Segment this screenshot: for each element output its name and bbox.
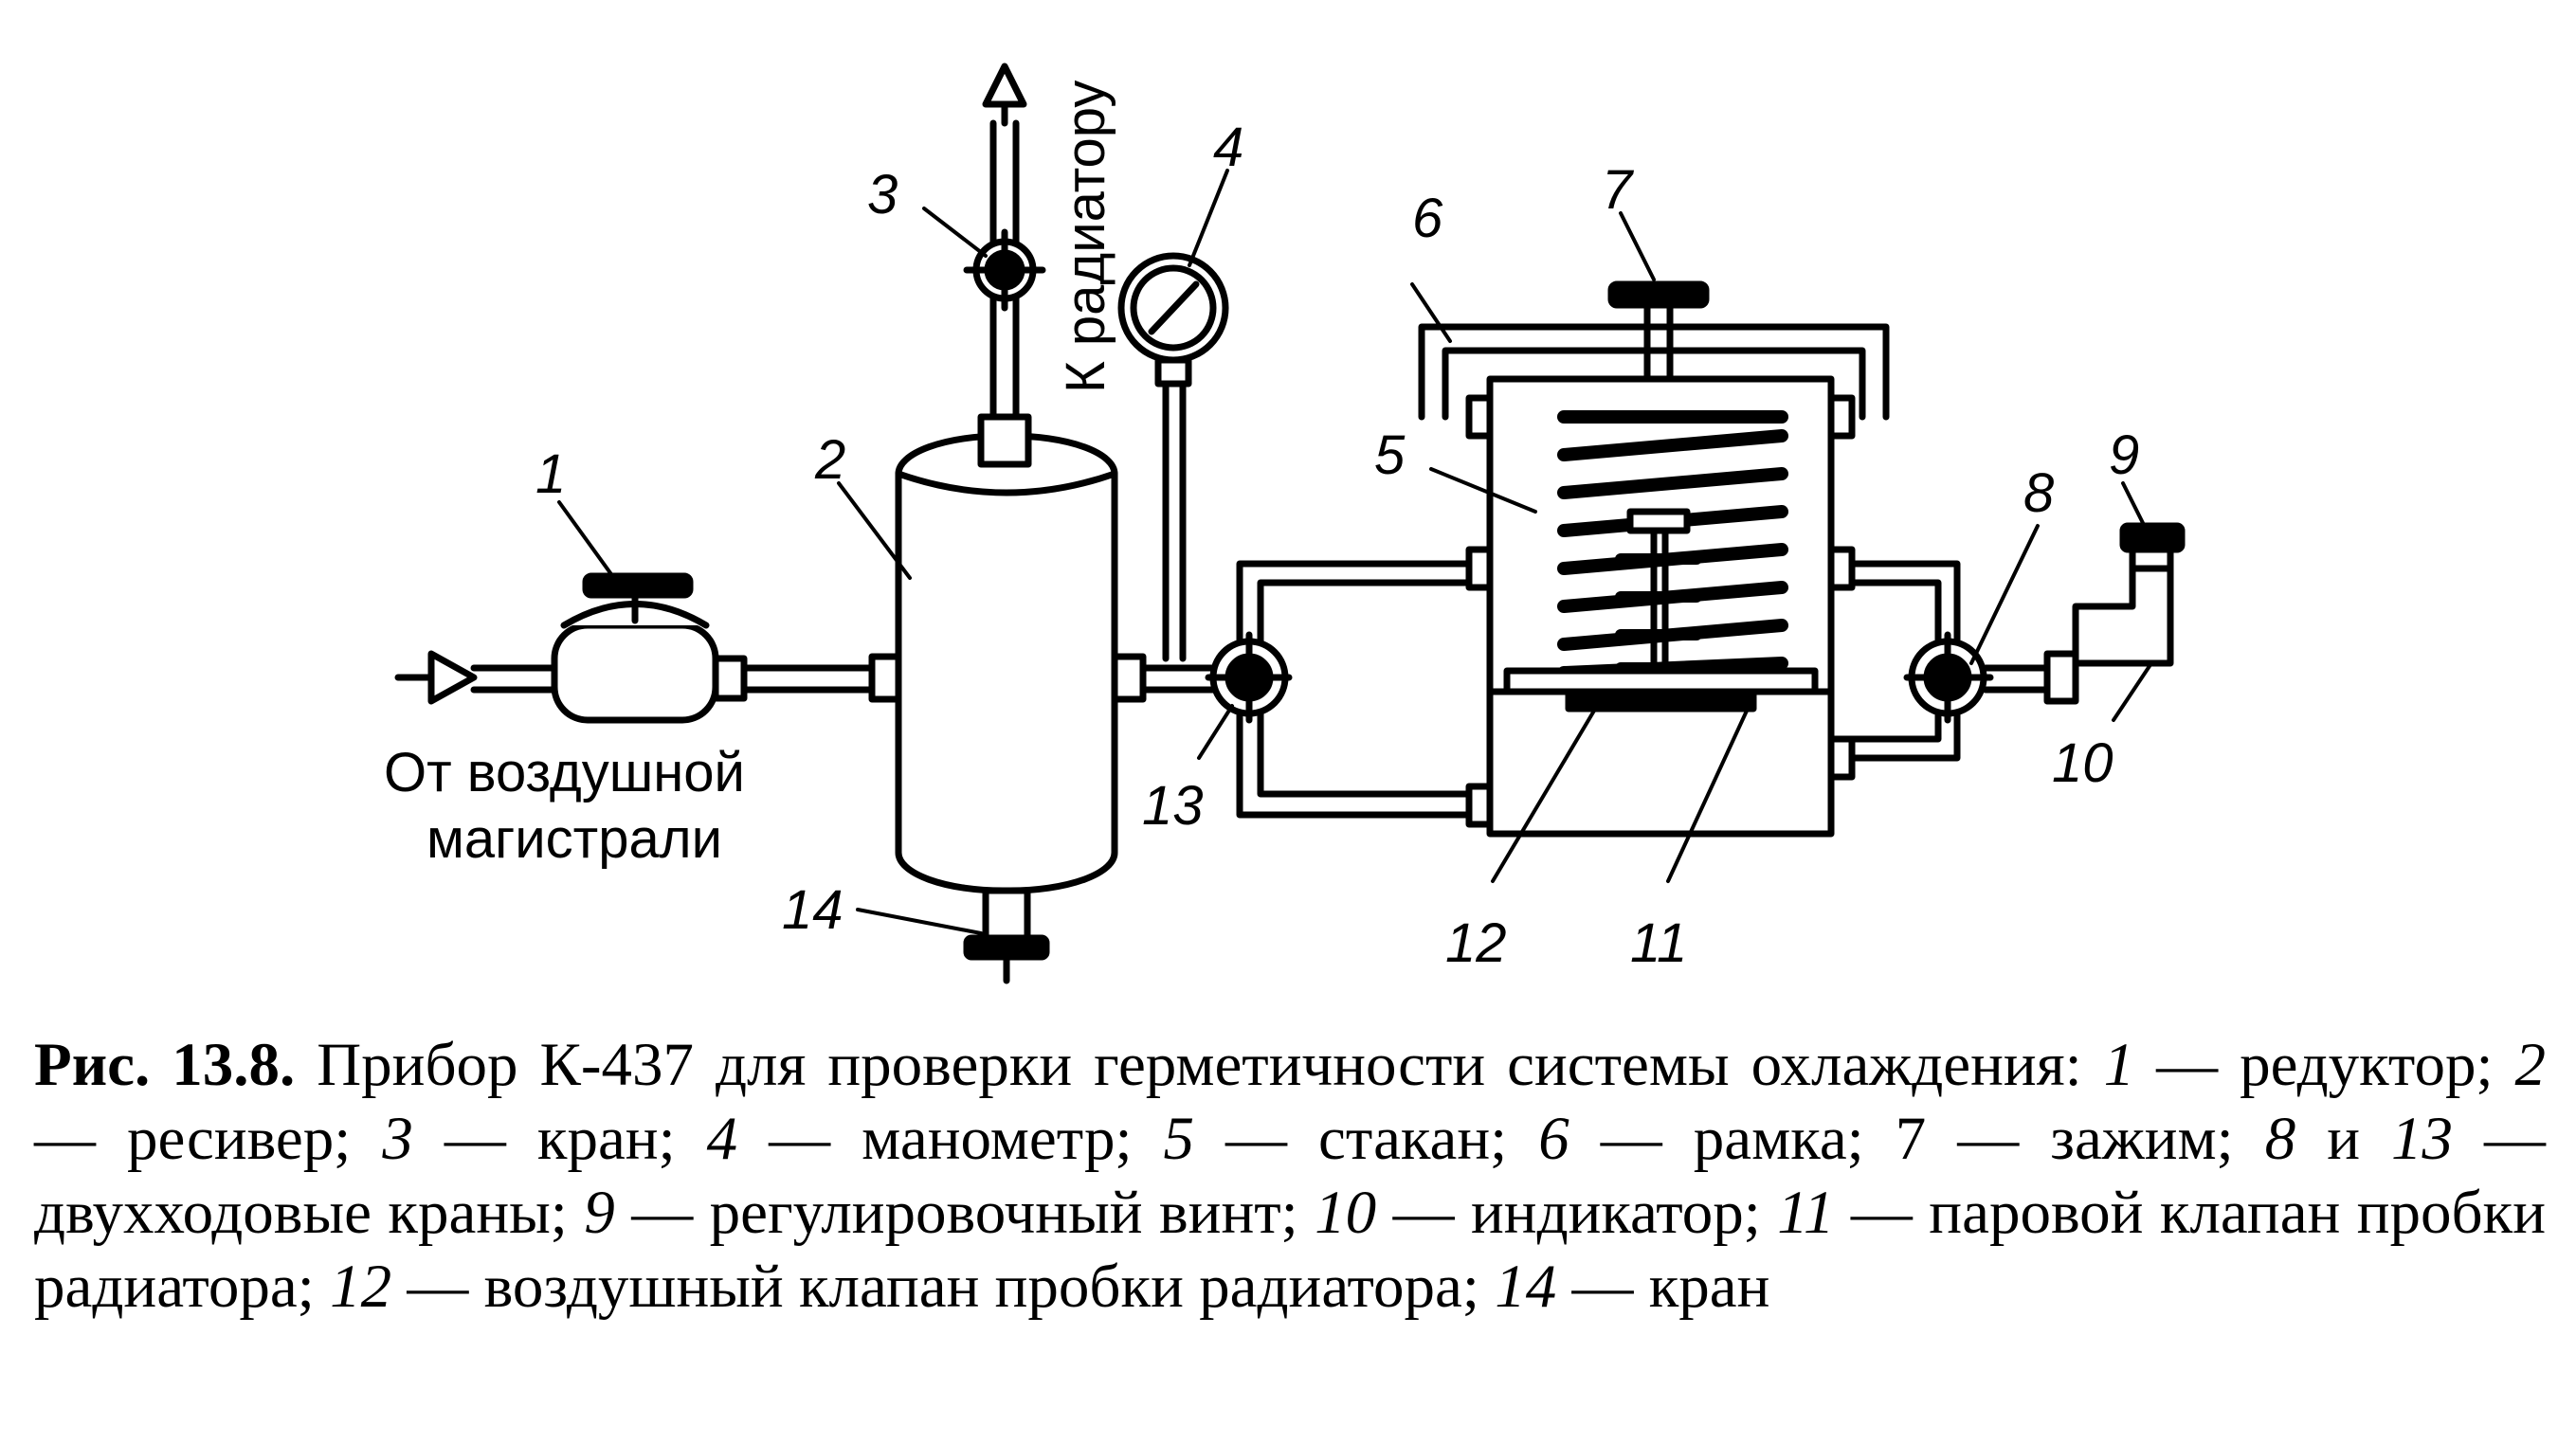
caption-text: и [2295, 1105, 2391, 1173]
caption-num: 14 [1495, 1253, 1557, 1321]
label-11: 11 [1630, 912, 1687, 974]
caption-text: — кран [1556, 1253, 1770, 1321]
label-9: 9 [2109, 424, 2139, 486]
manometer [1117, 252, 1229, 662]
pipes-valve13-cylinder [1236, 546, 1494, 828]
caption-num: 11 [1777, 1179, 1835, 1247]
valve-13 [1205, 631, 1293, 724]
caption-text: — рамка; 7 — зажим; [1569, 1105, 2265, 1173]
inlet-pipe [470, 664, 558, 694]
caption-figure-number: Рис. 13.8. [34, 1031, 296, 1099]
caption-num: 10 [1315, 1179, 1377, 1247]
caption-num: 9 [584, 1179, 615, 1247]
inlet-arrow [394, 650, 478, 705]
caption-num: 5 [1163, 1105, 1195, 1173]
caption-text: — индикатор; [1376, 1179, 1778, 1247]
pipe-reducer-receiver [740, 653, 904, 703]
leader-lines [557, 169, 2153, 935]
label-4: 4 [1213, 117, 1243, 178]
frame [1418, 323, 1890, 421]
label-12: 12 [1445, 912, 1507, 974]
caption-text: Прибор К-437 для проверки герметичности … [295, 1031, 2104, 1099]
receiver [895, 432, 1118, 894]
label-to-radiator: К радиатору [1055, 81, 1116, 393]
label-1: 1 [535, 443, 566, 505]
caption-text: — стакан; [1194, 1105, 1539, 1173]
figure-caption: Рис. 13.8. Прибор К-437 для проверки гер… [34, 1028, 2546, 1324]
label-6: 6 [1412, 188, 1443, 249]
label-3: 3 [867, 164, 898, 225]
valve-3 [963, 228, 1046, 312]
caption-num: 13 [2391, 1105, 2453, 1173]
label-from-air-line-2: магистрали [426, 808, 722, 870]
caption-text: — воздушный клапан пробки радиатора; [391, 1253, 1496, 1321]
indicator [1982, 522, 2186, 705]
caption-num: 8 [2264, 1105, 2296, 1173]
caption-text: — манометр; [737, 1105, 1164, 1173]
caption-text: — двухходовые краны; [34, 1105, 2547, 1247]
caption-num: 2 [2514, 1031, 2547, 1099]
drain-valve [963, 887, 1050, 984]
caption-text: — регулировочный винт; [614, 1179, 1315, 1247]
caption-num: 4 [706, 1105, 738, 1173]
label-14: 14 [782, 879, 844, 941]
label-7: 7 [1602, 159, 1635, 221]
caption-text: — паровой клапан пробки радиатора; [34, 1179, 2546, 1321]
caption-num: 12 [330, 1253, 392, 1321]
caption-text: — редуктор; [2134, 1031, 2515, 1099]
caption-num: 1 [2103, 1031, 2135, 1099]
label-5: 5 [1374, 424, 1406, 486]
valve-seats [1503, 667, 1819, 712]
label-10: 10 [2052, 732, 2113, 794]
label-13: 13 [1142, 775, 1204, 837]
pipe-receiver-valve13 [1111, 653, 1217, 703]
label-from-air-line-1: От воздушной [384, 742, 745, 803]
caption-num: 3 [382, 1105, 413, 1173]
label-2: 2 [814, 429, 845, 491]
valve-8 [1903, 631, 1994, 724]
label-8: 8 [2023, 462, 2054, 524]
reducer [551, 572, 748, 724]
cylinder [1465, 375, 1856, 838]
caption-text: — ресивер; [34, 1105, 383, 1173]
valve-stem [1615, 508, 1702, 686]
pipes-cylinder-valve8 [1848, 560, 1961, 762]
caption-num: 6 [1538, 1105, 1569, 1173]
caption-text: — кран; [412, 1105, 707, 1173]
